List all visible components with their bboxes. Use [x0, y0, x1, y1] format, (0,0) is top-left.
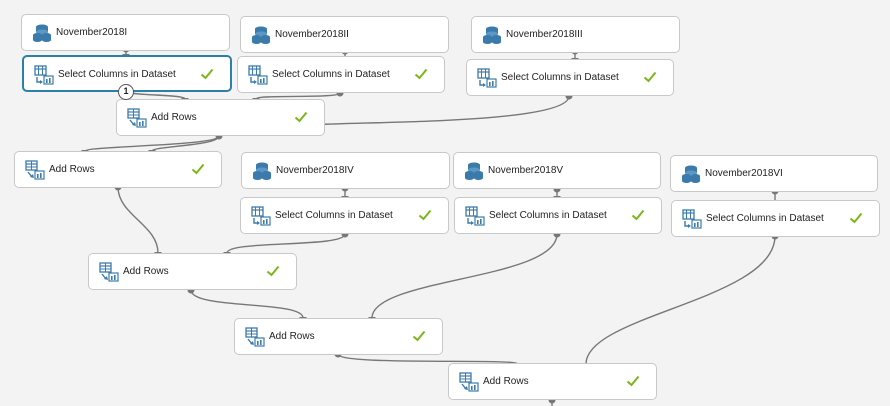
module-add-rows-5[interactable]: Add Rows — [448, 363, 657, 400]
module-november2018vi[interactable]: November2018VI — [670, 155, 878, 192]
wire — [371, 233, 558, 319]
wire — [151, 135, 220, 152]
module-november2018v[interactable]: November2018V — [453, 152, 661, 189]
module-label: Add Rows — [483, 376, 529, 387]
select-columns-icon — [251, 206, 271, 226]
add-rows-icon — [459, 372, 479, 392]
dataset-icon — [465, 162, 483, 180]
completed-check-icon — [414, 68, 428, 80]
dataset-icon — [252, 26, 270, 44]
module-november2018iv[interactable]: November2018IV — [241, 152, 450, 189]
completed-check-icon — [266, 265, 280, 277]
wire — [585, 235, 776, 365]
select-columns-icon — [477, 68, 497, 88]
completed-check-icon — [200, 68, 214, 80]
wire — [125, 90, 186, 100]
dataset-icon — [253, 162, 271, 180]
module-label: November2018III — [506, 29, 583, 40]
dataset-icon — [483, 26, 501, 44]
completed-check-icon — [412, 330, 426, 342]
module-select-columns-3[interactable]: Select Columns in Dataset — [466, 59, 674, 96]
add-rows-icon — [127, 108, 147, 128]
completed-check-icon — [418, 209, 432, 221]
module-label: Select Columns in Dataset — [275, 210, 393, 221]
module-label: November2018II — [275, 29, 349, 40]
module-add-rows-2[interactable]: Add Rows — [14, 151, 222, 188]
completed-check-icon — [294, 111, 308, 123]
module-november2018i[interactable]: November2018I — [21, 14, 230, 51]
module-select-columns-2[interactable]: Select Columns in Dataset — [237, 56, 445, 93]
module-label: Select Columns in Dataset — [501, 72, 619, 83]
module-select-columns-5[interactable]: Select Columns in Dataset — [454, 197, 662, 234]
completed-check-icon — [626, 375, 640, 387]
dataset-icon — [682, 165, 700, 183]
module-label: Add Rows — [269, 331, 315, 342]
wire — [84, 135, 220, 152]
module-november2018iii[interactable]: November2018III — [471, 16, 680, 53]
select-columns-icon — [682, 209, 702, 229]
completed-check-icon — [643, 71, 657, 83]
wire — [190, 289, 304, 319]
module-select-columns-4[interactable]: Select Columns in Dataset — [240, 197, 449, 234]
output-port-badge[interactable]: 1 — [118, 84, 134, 100]
completed-check-icon — [631, 209, 645, 221]
module-label: Add Rows — [49, 164, 95, 175]
module-add-rows-3[interactable]: Add Rows — [88, 253, 297, 290]
module-label: Select Columns in Dataset — [58, 69, 176, 80]
module-add-rows-1[interactable]: Add Rows — [116, 99, 325, 136]
add-rows-icon — [25, 160, 45, 180]
select-columns-icon — [34, 65, 54, 85]
module-label: November2018I — [56, 27, 128, 38]
select-columns-icon — [465, 206, 485, 226]
wire — [226, 233, 346, 254]
module-label: November2018V — [488, 165, 564, 176]
dataset-icon — [33, 24, 51, 42]
module-select-columns-6[interactable]: Select Columns in Dataset — [671, 200, 880, 237]
completed-check-icon — [849, 212, 863, 224]
add-rows-icon — [245, 327, 265, 347]
wire — [117, 186, 159, 254]
module-add-rows-4[interactable]: Add Rows — [234, 318, 443, 355]
module-label: Add Rows — [123, 266, 169, 277]
wire — [299, 95, 570, 128]
add-rows-icon — [99, 262, 119, 282]
module-label: Select Columns in Dataset — [272, 69, 390, 80]
module-label: November2018VI — [705, 168, 783, 179]
completed-check-icon — [191, 163, 205, 175]
select-columns-icon — [248, 65, 268, 85]
module-label: Add Rows — [151, 112, 197, 123]
module-november2018ii[interactable]: November2018II — [240, 16, 449, 53]
module-label: Select Columns in Dataset — [489, 210, 607, 221]
module-label: November2018IV — [276, 165, 354, 176]
module-label: Select Columns in Dataset — [706, 213, 824, 224]
